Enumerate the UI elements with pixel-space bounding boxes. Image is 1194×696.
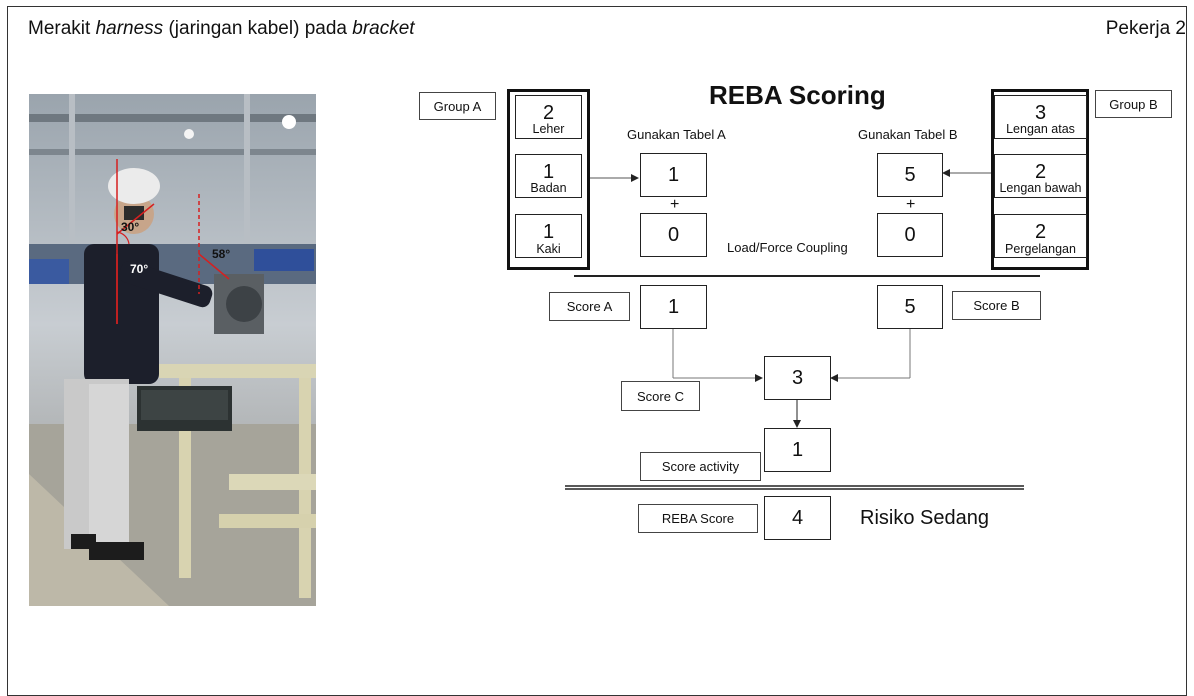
group-b-value: 2 (1034, 221, 1047, 243)
neck-angle-label: 30° (121, 220, 140, 234)
group-a-item: 1 Badan (515, 154, 582, 198)
group-a-label: Group A (419, 92, 496, 120)
score-activity-label: Score activity (640, 452, 761, 481)
group-b-item: 2 Pergelangan (994, 214, 1087, 258)
arm-angle-label: 58° (212, 247, 231, 261)
trunk-angle-label: 70° (130, 262, 149, 276)
score-b-value-box: 5 (877, 285, 943, 329)
group-a-item-label: Kaki (536, 242, 561, 256)
worker-label: Pekerja 2 (1105, 18, 1186, 39)
load-force-label: Load/Force Coupling (727, 240, 848, 255)
group-b-item: 3 Lengan atas (994, 95, 1087, 139)
table-a-value-box: 1 (640, 153, 707, 197)
group-a-container (507, 89, 590, 270)
group-a-item: 1 Kaki (515, 214, 582, 258)
group-b-item-label: Lengan atas (1006, 122, 1075, 136)
group-b-value: 2 (1034, 161, 1047, 183)
score-a-value-box: 1 (640, 285, 707, 329)
load-b-value-box: 0 (877, 213, 943, 257)
reba-score-label: REBA Score (638, 504, 758, 533)
reba-title: REBA Scoring (709, 80, 886, 110)
score-a-label: Score A (549, 292, 630, 321)
group-b-container (991, 89, 1089, 270)
group-a-value: 1 (542, 161, 555, 183)
plus-b: + (906, 196, 916, 213)
score-activity-value-box: 1 (764, 428, 831, 472)
group-b-item-label: Pergelangan (1005, 242, 1076, 256)
group-a-value: 2 (542, 102, 555, 124)
score-b-label: Score B (952, 291, 1041, 320)
score-c-value-box: 3 (764, 356, 831, 400)
load-a-value-box: 0 (640, 213, 707, 257)
risk-level: Risiko Sedang (860, 507, 989, 529)
group-b-label: Group B (1095, 90, 1172, 118)
group-a-item-label: Leher (532, 122, 565, 136)
slide-title: Merakit harness (jaringan kabel) pada br… (28, 18, 415, 39)
group-b-item: 2 Lengan bawah (994, 154, 1087, 198)
table-b-label: Gunakan Tabel B (858, 127, 958, 142)
group-b-item-label: Lengan bawah (999, 181, 1082, 195)
table-b-value-box: 5 (877, 153, 943, 197)
worker-photo: 30° 70° 58° (29, 94, 316, 606)
score-c-label: Score C (621, 381, 700, 411)
group-a-item: 2 Leher (515, 95, 582, 139)
group-b-value: 3 (1034, 102, 1047, 124)
diagram-connectors (565, 169, 1040, 490)
table-a-label: Gunakan Tabel A (627, 127, 726, 142)
group-a-value: 1 (542, 221, 555, 243)
plus-a: + (670, 196, 680, 213)
group-a-item-label: Badan (530, 181, 567, 195)
reba-score-value-box: 4 (764, 496, 831, 540)
